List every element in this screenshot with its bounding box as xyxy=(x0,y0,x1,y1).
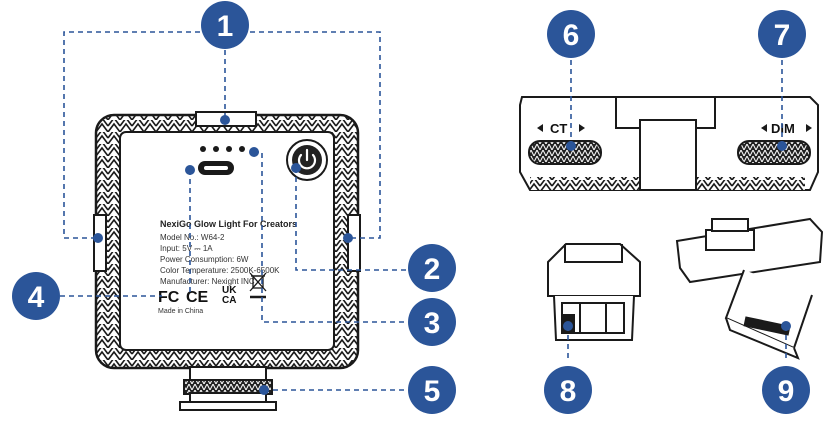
power-icon xyxy=(297,153,317,170)
ct-label-group: CT xyxy=(537,121,585,136)
label-manufacturer: Manufacturer: Nexight INC xyxy=(160,277,255,286)
callout-6: 6 xyxy=(547,10,595,58)
svg-text:5: 5 xyxy=(424,375,441,408)
label-model: Model No.: W64-2 xyxy=(160,233,225,242)
leader-dots xyxy=(93,115,791,395)
dim-label-group: DIM xyxy=(761,121,812,136)
weee-bin-icon xyxy=(249,272,267,299)
cold-shoe-mount xyxy=(179,366,277,411)
arrow-right-icon xyxy=(806,124,812,132)
callout-9: 9 xyxy=(762,366,810,414)
arrow-left-icon xyxy=(761,124,767,132)
ukca-mark-top: UK xyxy=(222,285,237,296)
ct-label: CT xyxy=(550,121,567,136)
side-notch-left xyxy=(93,214,107,272)
svg-text:1: 1 xyxy=(217,10,234,43)
light-top-view: CT DIM xyxy=(519,96,819,191)
svg-text:8: 8 xyxy=(560,375,577,408)
large-clip-accessory xyxy=(675,217,824,360)
ce-mark: CE xyxy=(186,289,209,306)
battery-indicator-dots xyxy=(200,146,245,152)
callout-4: 4 xyxy=(12,272,60,320)
label-color-temp: Color Temperature: 2500K-6500K xyxy=(160,266,280,275)
leader-1 xyxy=(63,31,200,239)
svg-text:7: 7 xyxy=(774,19,791,52)
label-origin: Made in China xyxy=(158,308,203,315)
light-back-panel xyxy=(119,131,335,351)
label-title: NexiGo Glow Light For Creators xyxy=(160,219,297,229)
leader-1b xyxy=(250,31,381,239)
side-notch-right xyxy=(347,214,361,272)
dim-dial[interactable] xyxy=(737,140,811,165)
svg-text:2: 2 xyxy=(424,253,441,286)
svg-text:9: 9 xyxy=(778,375,795,408)
light-back-view: NexiGo Glow Light For Creators Model No.… xyxy=(93,111,361,411)
leader-2 xyxy=(295,168,408,271)
callout-3: 3 xyxy=(408,298,456,346)
fcc-mark: FC xyxy=(158,289,180,306)
label-power: Power Consumption: 6W xyxy=(160,255,249,264)
ct-dial[interactable] xyxy=(528,140,602,165)
svg-text:3: 3 xyxy=(424,307,441,340)
small-clip-accessory xyxy=(547,243,641,341)
ukca-mark-bottom: CA xyxy=(222,295,236,306)
power-button[interactable] xyxy=(286,139,328,181)
arrow-right-icon xyxy=(579,124,585,132)
callout-8: 8 xyxy=(544,366,592,414)
dim-label: DIM xyxy=(771,121,795,136)
callout-2: 2 xyxy=(408,244,456,292)
svg-text:6: 6 xyxy=(563,19,580,52)
callout-7: 7 xyxy=(758,10,806,58)
callout-1: 1 xyxy=(201,1,249,49)
label-input: Input: 5V ⎓ 1A xyxy=(160,244,213,253)
arrow-left-icon xyxy=(537,124,543,132)
callout-5: 5 xyxy=(408,366,456,414)
svg-text:4: 4 xyxy=(28,281,45,314)
